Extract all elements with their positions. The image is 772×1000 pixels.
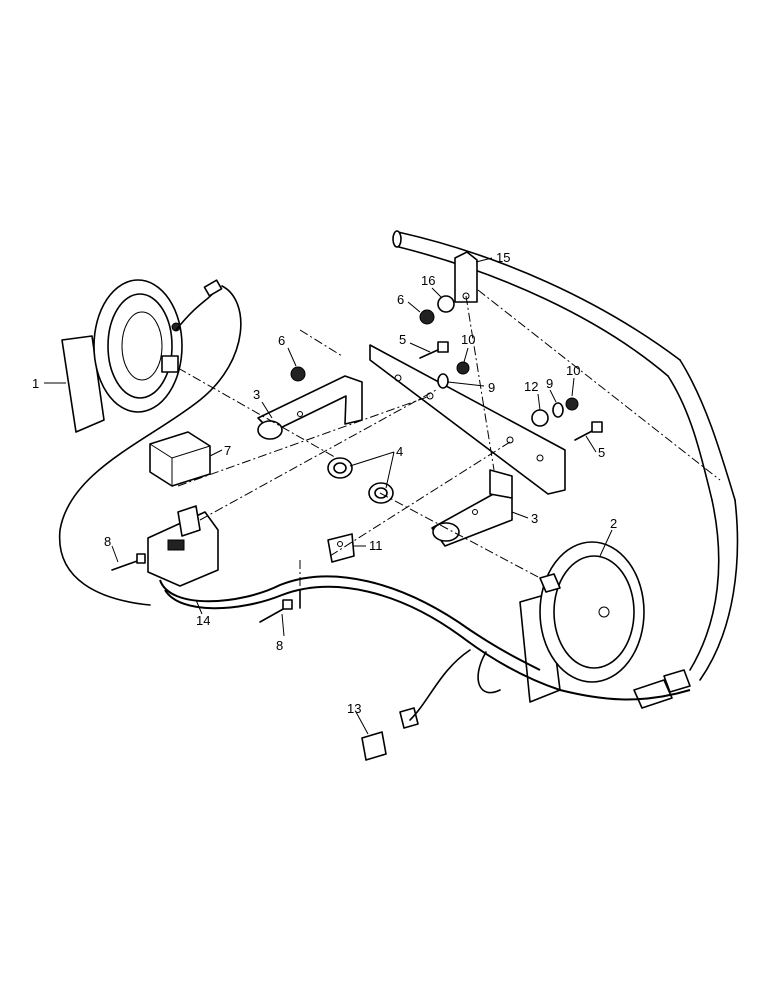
callout-3-upper: 3 [253, 387, 260, 402]
callout-6-left: 6 [278, 333, 285, 348]
callout-2: 2 [610, 516, 617, 531]
callout-14: 14 [196, 613, 210, 628]
inline-connector [633, 669, 691, 709]
callout-8-left: 8 [104, 534, 111, 549]
clamp-part-16 [454, 251, 478, 303]
bracket-part-3-upper [257, 375, 363, 440]
callout-10-right: 10 [566, 363, 580, 378]
callout-13: 13 [347, 701, 361, 716]
callout-9-right: 9 [546, 376, 553, 391]
grommet-part-4 [327, 457, 394, 504]
mounting-plate [369, 344, 566, 495]
tube-part-15 [392, 230, 739, 681]
callout-11: 11 [369, 538, 383, 553]
horn-part-1 [61, 279, 223, 433]
callout-7: 7 [224, 443, 231, 458]
callout-16: 16 [421, 273, 435, 288]
callout-4: 4 [396, 444, 403, 459]
callout-3-lower: 3 [531, 511, 538, 526]
callout-15: 15 [496, 250, 510, 265]
relay-socket [147, 505, 219, 587]
relay-part-7 [149, 431, 211, 487]
leader-lines [44, 257, 613, 735]
callout-8-right: 8 [276, 638, 283, 653]
plug-part-13 [361, 707, 419, 761]
callout-6-right: 6 [397, 292, 404, 307]
fasteners [111, 295, 603, 623]
callout-12: 12 [524, 379, 538, 394]
callout-labels: 1 2 3 3 4 5 5 6 6 7 8 8 9 9 10 10 11 12 … [32, 250, 617, 716]
callout-1: 1 [32, 376, 39, 391]
callout-9-left: 9 [488, 380, 495, 395]
bracket-part-3-lower [431, 469, 513, 547]
callout-5-upper: 5 [399, 332, 406, 347]
assembly-lines [177, 289, 721, 600]
clip-part-11 [327, 533, 355, 563]
callout-5-lower: 5 [598, 445, 605, 460]
wiring-harness-part-14 [58, 285, 691, 721]
unit-part-2 [519, 541, 645, 703]
callout-10-left: 10 [461, 332, 475, 347]
